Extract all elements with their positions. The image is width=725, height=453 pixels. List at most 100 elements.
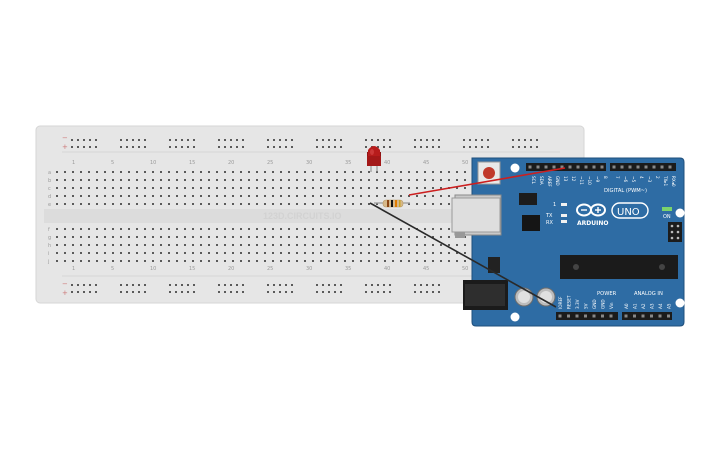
rail-hole[interactable]	[316, 139, 318, 141]
terminal-hole[interactable]	[112, 252, 114, 254]
terminal-hole[interactable]	[136, 195, 138, 197]
terminal-hole[interactable]	[96, 187, 98, 189]
terminal-hole[interactable]	[128, 236, 130, 238]
terminal-hole[interactable]	[360, 236, 362, 238]
terminal-hole[interactable]	[416, 195, 418, 197]
terminal-hole[interactable]	[232, 187, 234, 189]
terminal-hole[interactable]	[368, 252, 370, 254]
terminal-hole[interactable]	[352, 252, 354, 254]
terminal-hole[interactable]	[336, 179, 338, 181]
rail-hole[interactable]	[285, 284, 287, 286]
terminal-hole[interactable]	[264, 203, 266, 205]
terminal-hole[interactable]	[120, 228, 122, 230]
terminal-hole[interactable]	[136, 179, 138, 181]
terminal-hole[interactable]	[296, 244, 298, 246]
terminal-hole[interactable]	[288, 236, 290, 238]
terminal-hole[interactable]	[328, 171, 330, 173]
terminal-hole[interactable]	[192, 179, 194, 181]
rail-hole[interactable]	[83, 146, 85, 148]
terminal-hole[interactable]	[440, 228, 442, 230]
terminal-hole[interactable]	[240, 171, 242, 173]
rail-hole[interactable]	[218, 291, 220, 293]
digital-pin[interactable]	[644, 165, 648, 169]
rail-hole[interactable]	[389, 284, 391, 286]
rail-hole[interactable]	[371, 291, 373, 293]
terminal-hole[interactable]	[280, 236, 282, 238]
rail-hole[interactable]	[291, 291, 293, 293]
terminal-hole[interactable]	[288, 244, 290, 246]
terminal-hole[interactable]	[216, 179, 218, 181]
terminal-hole[interactable]	[56, 236, 58, 238]
rail-hole[interactable]	[420, 139, 422, 141]
terminal-hole[interactable]	[200, 260, 202, 262]
terminal-hole[interactable]	[336, 171, 338, 173]
terminal-hole[interactable]	[64, 171, 66, 173]
terminal-hole[interactable]	[432, 236, 434, 238]
rail-hole[interactable]	[291, 139, 293, 141]
terminal-hole[interactable]	[432, 179, 434, 181]
rail-hole[interactable]	[71, 146, 73, 148]
terminal-hole[interactable]	[448, 252, 450, 254]
terminal-hole[interactable]	[224, 195, 226, 197]
terminal-hole[interactable]	[424, 252, 426, 254]
terminal-hole[interactable]	[440, 187, 442, 189]
terminal-hole[interactable]	[376, 244, 378, 246]
terminal-hole[interactable]	[80, 260, 82, 262]
terminal-hole[interactable]	[96, 179, 98, 181]
rail-hole[interactable]	[389, 291, 391, 293]
terminal-hole[interactable]	[312, 228, 314, 230]
rail-hole[interactable]	[187, 146, 189, 148]
digital-pin[interactable]	[620, 165, 624, 169]
terminal-hole[interactable]	[368, 260, 370, 262]
terminal-hole[interactable]	[64, 252, 66, 254]
terminal-hole[interactable]	[320, 252, 322, 254]
terminal-hole[interactable]	[296, 228, 298, 230]
terminal-hole[interactable]	[376, 187, 378, 189]
digital-pin[interactable]	[568, 165, 572, 169]
rail-hole[interactable]	[77, 291, 79, 293]
terminal-hole[interactable]	[248, 179, 250, 181]
analog-pin[interactable]	[667, 314, 670, 318]
terminal-hole[interactable]	[440, 244, 442, 246]
rail-hole[interactable]	[365, 146, 367, 148]
terminal-hole[interactable]	[192, 195, 194, 197]
terminal-hole[interactable]	[104, 179, 106, 181]
terminal-hole[interactable]	[376, 236, 378, 238]
terminal-hole[interactable]	[304, 195, 306, 197]
terminal-hole[interactable]	[56, 252, 58, 254]
rail-hole[interactable]	[132, 146, 134, 148]
rail-hole[interactable]	[365, 139, 367, 141]
terminal-hole[interactable]	[112, 236, 114, 238]
terminal-hole[interactable]	[88, 236, 90, 238]
terminal-hole[interactable]	[256, 252, 258, 254]
terminal-hole[interactable]	[152, 195, 154, 197]
terminal-hole[interactable]	[176, 171, 178, 173]
rail-hole[interactable]	[279, 139, 281, 141]
terminal-hole[interactable]	[456, 187, 458, 189]
terminal-hole[interactable]	[56, 203, 58, 205]
rail-hole[interactable]	[181, 291, 183, 293]
terminal-hole[interactable]	[408, 252, 410, 254]
terminal-hole[interactable]	[456, 179, 458, 181]
terminal-hole[interactable]	[64, 179, 66, 181]
rail-hole[interactable]	[285, 291, 287, 293]
terminal-hole[interactable]	[352, 236, 354, 238]
rail-hole[interactable]	[230, 146, 232, 148]
terminal-hole[interactable]	[328, 195, 330, 197]
terminal-hole[interactable]	[424, 244, 426, 246]
digital-pin[interactable]	[612, 165, 616, 169]
terminal-hole[interactable]	[424, 260, 426, 262]
rail-hole[interactable]	[230, 291, 232, 293]
terminal-hole[interactable]	[344, 171, 346, 173]
terminal-hole[interactable]	[64, 228, 66, 230]
terminal-hole[interactable]	[320, 179, 322, 181]
terminal-hole[interactable]	[416, 236, 418, 238]
terminal-hole[interactable]	[280, 228, 282, 230]
rail-hole[interactable]	[438, 284, 440, 286]
terminal-hole[interactable]	[440, 203, 442, 205]
terminal-hole[interactable]	[80, 195, 82, 197]
terminal-hole[interactable]	[392, 171, 394, 173]
terminal-hole[interactable]	[152, 171, 154, 173]
terminal-hole[interactable]	[288, 187, 290, 189]
analog-pin[interactable]	[658, 314, 662, 318]
